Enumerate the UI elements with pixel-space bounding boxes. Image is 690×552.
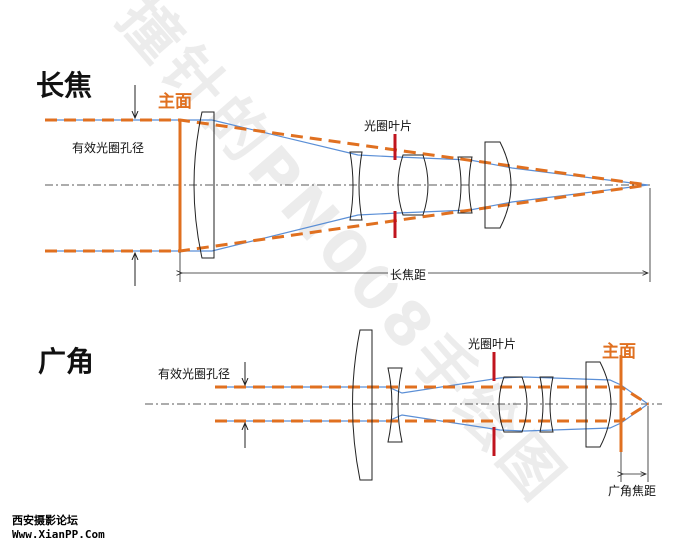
front-lens: [193, 111, 215, 259]
wide-angle-aperture-label: 有效光圈孔径: [158, 367, 231, 381]
wide-angle-principal-plane-label: 主面: [602, 342, 636, 362]
telephoto-principal-plane-label: 主面: [158, 92, 192, 112]
concave-lens-2: [457, 156, 473, 214]
biconvex-lens: [397, 154, 429, 216]
telephoto-diagram: [45, 85, 652, 286]
blue-ray-top: [45, 119, 649, 186]
rear-lens: [484, 141, 512, 229]
watermark: 撞针的PN008手绘图: [104, 0, 580, 517]
logo-name: 西安摄影论坛: [12, 514, 78, 527]
blue-ray-bottom: [215, 403, 649, 432]
front-lens: [352, 329, 373, 481]
telephoto-title: 长焦: [36, 69, 93, 102]
wide-angle-diagram: [145, 329, 662, 482]
concave-lens: [349, 151, 363, 221]
biconvex-lens: [498, 376, 528, 433]
wide-angle-title: 广角: [38, 345, 95, 378]
concave-lens-2: [539, 376, 554, 433]
telephoto-focal-length-label: 长焦距: [388, 266, 429, 283]
site-logo: 西安摄影论坛 Www.XianPP.Com: [12, 514, 105, 542]
concave-lens: [387, 367, 403, 443]
rear-lens: [585, 361, 612, 448]
telephoto-diaphragm-label: 光圈叶片: [364, 119, 413, 133]
wide-angle-focal-length-label: 广角焦距: [608, 484, 657, 498]
wide-angle-diaphragm-label: 光圈叶片: [468, 337, 517, 351]
blue-ray-bottom: [45, 184, 649, 252]
telephoto-aperture-label: 有效光圈孔径: [72, 141, 145, 155]
logo-url: Www.XianPP.Com: [12, 528, 105, 541]
